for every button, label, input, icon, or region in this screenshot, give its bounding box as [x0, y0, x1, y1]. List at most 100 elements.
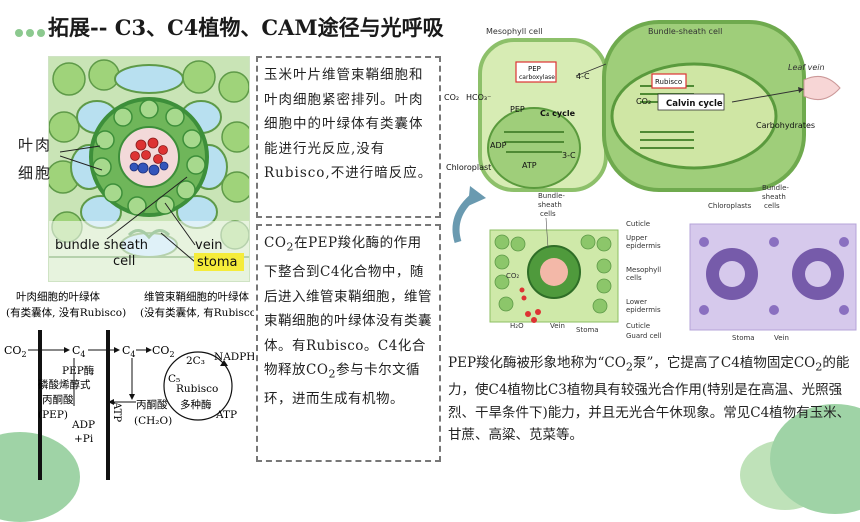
- page-title: 拓展-- C3、C4植物、CAM途径与光呼吸: [48, 15, 444, 40]
- svg-text:CO2: CO2: [152, 344, 175, 359]
- leaf-section-diagram: Bundle- sheath cells CO₂ H₂O Vein Stoma …: [489, 184, 857, 342]
- pathway-c5: C₅: [168, 373, 180, 385]
- c4d-pep: PEP: [510, 105, 525, 114]
- pathway-many-enzymes: 多种酶: [180, 398, 212, 411]
- sec-upper-2: epidermis: [626, 242, 661, 250]
- pathway-meso-head-1: 叶肉细胞的叶绿体: [16, 290, 100, 303]
- pathway-c4-2: C: [122, 344, 130, 357]
- sec-stoma: Stoma: [576, 326, 599, 334]
- pathway-atp-left: ATP: [111, 401, 122, 422]
- micro-bundle-sheath-label: bundle sheath: [55, 238, 148, 253]
- mesophyll-description-text: 玉米叶片维管束鞘细胞和叶肉细胞紧密排列。叶肉细胞中的叶绿体有类囊体能进行光反应,…: [264, 67, 433, 181]
- pathway-bs-head-2: (没有类囊体, 有Rubisco): [140, 306, 254, 319]
- pathway-pep-name-2: 丙酮酸: [42, 393, 74, 406]
- mesophyll-label-line2: 细胞: [18, 164, 53, 182]
- box2-co2-sub: 2: [286, 240, 295, 254]
- sec-bundle-3: cells: [540, 210, 556, 218]
- sec-guard: Guard cell: [626, 332, 662, 340]
- micro-stoma-label: stoma: [197, 255, 237, 270]
- pathway-pi: +Pi: [74, 433, 94, 445]
- c4d-c4-cycle: C₄ cycle: [540, 109, 576, 118]
- c4d-co2-in: CO₂: [444, 93, 459, 102]
- mesophyll-pointer-lines: [60, 145, 103, 171]
- sec-lower-1: Lower: [626, 298, 647, 306]
- pathway-atp-right: ATP: [215, 409, 237, 421]
- sec-chloroplasts: Chloroplasts: [708, 202, 752, 210]
- pathway-ch2o: (CH₂O): [134, 415, 172, 427]
- c4d-4c: 4-C: [576, 72, 590, 81]
- c4d-mesophyll-label: Mesophyll cell: [486, 27, 543, 36]
- sec-upper-1: Upper: [626, 234, 647, 242]
- pathway-c4-2-sub: 4: [130, 350, 135, 359]
- sec-bs-r3: cells: [764, 202, 780, 210]
- pathway-2c3: 2C₃: [186, 355, 205, 367]
- c4d-rubisco: Rubisco: [655, 78, 682, 86]
- caption-sub-1: 2: [625, 360, 633, 374]
- sec-cuticle: Cuticle: [626, 220, 650, 228]
- sec-lower-2: epidermis: [626, 306, 661, 314]
- pathway-pep-enzyme: PEP酶: [62, 364, 95, 377]
- pathway-bs-head-1: 维管束鞘细胞的叶绿体: [144, 290, 249, 303]
- box2-co2-c: CO: [264, 235, 287, 251]
- leaf-micrograph-image: vein bundle sheath cell stoma: [49, 57, 249, 281]
- sec-bundle-1: Bundle-: [538, 192, 565, 200]
- sec-vein-r: Vein: [774, 334, 789, 342]
- c4d-calvin: Calvin cycle: [666, 99, 723, 109]
- mesophyll-description-box: 玉米叶片维管束鞘细胞和叶肉细胞紧密排列。叶肉细胞中的叶绿体有类囊体能进行光反应,…: [256, 56, 441, 218]
- c4d-pep-carboxylase-1: PEP: [528, 65, 541, 73]
- c4d-atp: ATP: [522, 161, 537, 170]
- pathway-c4-1-sub: 4: [80, 350, 85, 359]
- c4d-pep-carboxylase-2: carboxylase: [519, 74, 555, 81]
- title-decoration-icon: [15, 29, 45, 37]
- c4d-chloroplast: Chloroplast: [446, 163, 491, 172]
- box2-text-part2: 参与卡尔文循环，进而生成有机物。: [264, 362, 421, 408]
- box2-co2-sub-2: 2: [328, 367, 337, 381]
- c4d-adp: ADP: [490, 141, 507, 150]
- sec-cuticle-2: Cuticle: [626, 322, 650, 330]
- caption-part2: 泵”，它提高了C4植物固定CO: [633, 355, 816, 371]
- pathway-pep-name-1: 磷酸烯醇式: [38, 378, 91, 391]
- pathway-adp: ADP: [71, 419, 95, 431]
- sec-bundle-2: sheath: [538, 201, 562, 209]
- caption-part1: PEP羧化酶被形象地称为“CO: [448, 355, 626, 371]
- box2-text-part1: 在PEP羧化酶的作用下整合到C4化合物中，随后进入维管束鞘细胞，维管束鞘细胞的叶…: [264, 235, 432, 379]
- sec-bs-r2: sheath: [762, 193, 786, 201]
- c4d-co2-bs: CO₂: [636, 97, 651, 106]
- pathway-co2-2-sub: 2: [169, 350, 174, 359]
- caption-sub-2: 2: [815, 360, 823, 374]
- pathway-c4-1: C: [72, 344, 80, 357]
- caption-part3: 的能力，使C4植物比C3植物具有较强光合作用(特别是在高温、光照强烈、干旱条件下…: [448, 355, 851, 444]
- pathway-meso-head-2: (有类囊体, 没有Rubisco): [6, 306, 126, 319]
- curved-arrow-icon: [452, 186, 486, 244]
- leaf-micrograph: vein bundle sheath cell stoma: [48, 56, 250, 282]
- sec-meso-1: Mesophyll: [626, 266, 661, 274]
- micro-bundle-sheath-label-2: cell: [113, 254, 135, 269]
- sec-stoma-r: Stoma: [732, 334, 755, 342]
- c4d-carbohydrates: Carbohydrates: [756, 121, 815, 130]
- pep-carboxylase-caption: PEP羧化酶被形象地称为“CO2泵”，它提高了C4植物固定CO2的能力，使C4植…: [448, 352, 853, 447]
- c4d-3c: 3-C: [562, 151, 576, 160]
- mesophyll-label-line1: 叶肉: [18, 136, 53, 154]
- micro-vein-label: vein: [195, 238, 223, 253]
- pathway-nadph: NADPH: [214, 351, 254, 363]
- c4d-leaf-vein: Leaf vein: [788, 63, 825, 72]
- sec-co2: CO₂: [506, 272, 519, 280]
- sec-h2o: H₂O: [510, 322, 524, 330]
- pathway-co2-2: CO: [152, 344, 169, 357]
- pathway-co2-1-sub: 2: [21, 350, 26, 359]
- box2-co2-c-2: CO: [306, 362, 329, 379]
- sec-vein: Vein: [550, 322, 565, 330]
- svg-text:C4: C4: [122, 344, 136, 359]
- c4d-hco3: HCO₃⁻: [466, 93, 491, 102]
- c4-pathway-diagram: 叶肉细胞的叶绿体 (有类囊体, 没有Rubisco) 维管束鞘细胞的叶绿体 (没…: [4, 290, 254, 480]
- pathway-pep-name-3: (PEP): [38, 409, 68, 421]
- pathway-rubisco: Rubisco: [176, 383, 218, 395]
- sec-meso-2: cells: [626, 274, 642, 282]
- c4-cycle-diagram: Mesophyll cell Bundle-sheath cell PEP ca…: [444, 20, 841, 192]
- pathway-co2-1: CO: [4, 344, 21, 357]
- svg-text:CO2: CO2: [4, 344, 27, 359]
- c4-process-description-box: CO2在PEP羧化酶的作用下整合到C4化合物中，随后进入维管束鞘细胞，维管束鞘细…: [256, 224, 441, 462]
- c4d-bundle-label: Bundle-sheath cell: [648, 27, 722, 36]
- pathway-pyruvate: 丙酮酸: [136, 398, 168, 411]
- svg-text:C4: C4: [72, 344, 86, 359]
